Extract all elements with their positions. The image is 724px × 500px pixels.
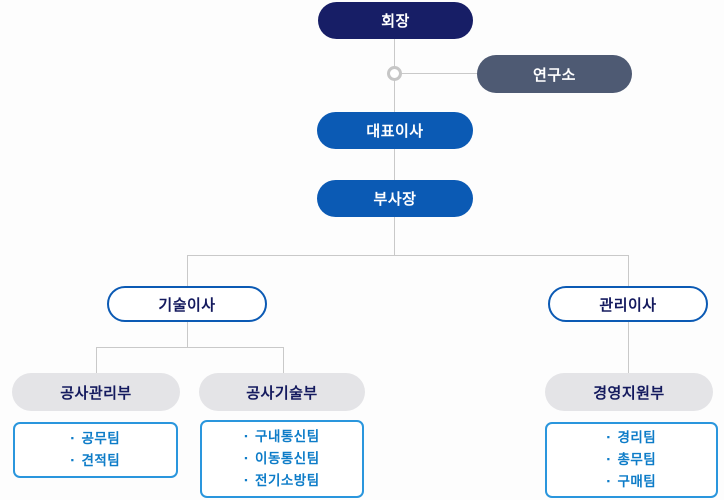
team-label: 이동통신팀 — [255, 451, 320, 466]
connector-depts-horizontal — [96, 347, 284, 348]
connector-directors-horizontal — [187, 255, 629, 256]
bullet-icon: ▪ — [606, 476, 611, 486]
bullet-icon: ▪ — [244, 431, 249, 441]
node-dept-construction-mgmt: 공사관리부 — [12, 373, 180, 411]
team-item: ▪ 구내통신팀 — [244, 426, 319, 448]
connector-research-branch — [401, 73, 477, 74]
connector-mgmt-drop — [628, 255, 629, 286]
connector-tech-drop — [187, 255, 188, 286]
bullet-icon: ▪ — [244, 475, 249, 485]
node-management-director: 관리이사 — [548, 286, 708, 322]
team-item: ▪ 전기소방팀 — [244, 470, 319, 492]
node-chairman: 회장 — [318, 2, 473, 39]
connector-dept1-drop — [96, 347, 97, 373]
node-vice-president: 부사장 — [317, 180, 473, 217]
bullet-icon: ▪ — [70, 455, 75, 465]
team-box-construction-tech: ▪ 구내통신팀 ▪ 이동통신팀 ▪ 전기소방팀 — [200, 420, 364, 498]
team-item: ▪ 구매팀 — [607, 471, 656, 493]
connector-vp-down — [394, 217, 395, 255]
team-item: ▪ 총무팀 — [607, 449, 656, 471]
team-item: ▪ 경리팀 — [607, 427, 656, 449]
junction-circle-icon — [387, 66, 402, 81]
bullet-icon: ▪ — [606, 432, 611, 442]
team-box-mgmt-support: ▪ 경리팀 ▪ 총무팀 ▪ 구매팀 — [545, 422, 718, 498]
connector-dept3-drop — [628, 322, 629, 373]
team-item: ▪ 이동통신팀 — [244, 448, 319, 470]
node-research-institute: 연구소 — [477, 55, 632, 93]
connector-ceo-vp — [394, 149, 395, 180]
bullet-icon: ▪ — [606, 454, 611, 464]
connector-dept2-drop — [283, 347, 284, 373]
bullet-icon: ▪ — [244, 453, 249, 463]
team-item: ▪ 견적팀 — [71, 450, 120, 472]
team-box-construction-mgmt: ▪ 공무팀 ▪ 견적팀 — [13, 422, 178, 478]
team-label: 전기소방팀 — [255, 473, 320, 488]
team-label: 총무팀 — [617, 452, 657, 467]
team-label: 공무팀 — [81, 431, 121, 446]
bullet-icon: ▪ — [70, 433, 75, 443]
node-dept-construction-tech: 공사기술부 — [199, 373, 365, 411]
team-label: 구매팀 — [617, 474, 657, 489]
team-label: 경리팀 — [617, 430, 657, 445]
node-technical-director: 기술이사 — [107, 286, 267, 322]
team-label: 견적팀 — [81, 453, 121, 468]
team-label: 구내통신팀 — [255, 429, 320, 444]
team-item: ▪ 공무팀 — [71, 428, 120, 450]
node-ceo: 대표이사 — [317, 112, 473, 149]
connector-tech-down — [187, 322, 188, 347]
node-dept-mgmt-support: 경영지원부 — [545, 373, 713, 411]
